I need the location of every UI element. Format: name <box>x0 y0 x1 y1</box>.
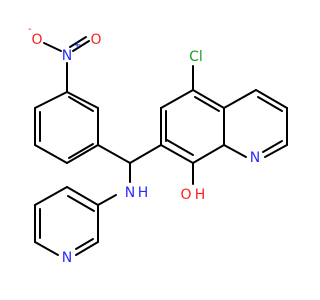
nitro-oxygen-left-label: O <box>31 32 42 48</box>
bond <box>66 186 99 206</box>
bond <box>192 89 225 109</box>
bond <box>34 241 59 256</box>
bond <box>67 195 95 212</box>
bond <box>34 91 68 109</box>
bond <box>262 140 283 153</box>
nitro-negative-charge: - <box>28 24 32 35</box>
bond <box>34 144 68 164</box>
atom-label-layer: Cl N + O - O N N H N O H <box>28 24 260 266</box>
bond <box>166 139 194 156</box>
bond <box>160 89 194 109</box>
bond <box>97 144 131 164</box>
hydroxyl-hydrogen-label: H <box>195 187 206 203</box>
bond <box>255 89 288 109</box>
bond <box>66 91 99 109</box>
bond <box>192 144 225 164</box>
nitro-nitrogen-label: N <box>62 48 72 64</box>
bond <box>223 89 257 109</box>
bond <box>34 186 68 206</box>
hydroxyl-oxygen-label: O <box>180 187 191 203</box>
bond <box>264 144 288 158</box>
bond <box>97 194 117 206</box>
amine-nitrogen-label: N <box>125 185 135 201</box>
bond-layer <box>34 36 288 256</box>
bond <box>66 144 99 164</box>
pyridine-nitrogen-label: N <box>62 250 72 266</box>
bond <box>68 96 94 112</box>
bond <box>43 42 62 52</box>
nitro-oxygen-right-label: O <box>90 32 101 48</box>
amine-hydrogen-label: H <box>138 185 149 201</box>
molecule-diagram: Cl N + O - O N N H N O H <box>28 24 288 266</box>
bond <box>68 143 94 159</box>
chlorine-label: Cl <box>189 49 203 65</box>
bond <box>160 144 194 164</box>
bond <box>69 36 87 48</box>
quinoline-nitrogen-label: N <box>250 150 260 166</box>
bond <box>75 241 99 256</box>
bond <box>223 144 247 158</box>
bond <box>257 96 283 112</box>
bond <box>72 40 90 52</box>
bond <box>194 96 220 112</box>
bond <box>75 238 94 250</box>
bond <box>129 144 162 164</box>
nitro-positive-charge: + <box>73 40 81 51</box>
structure-canvas: Cl N + O - O N N H N O H <box>28 24 288 266</box>
